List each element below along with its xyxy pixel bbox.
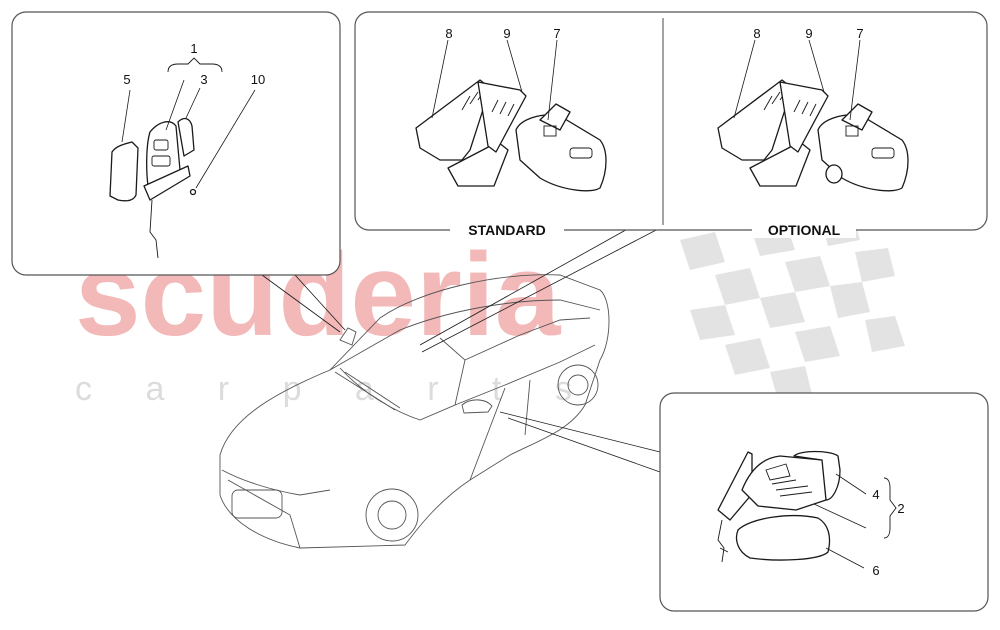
watermark-subtitle: c a r p a r t s [75,370,594,408]
standard-mirror-group: 8 9 7 [415,26,607,192]
std-callout-9: 9 [503,26,510,41]
left-mirror-glass [109,141,139,202]
opt-callout-7: 7 [856,26,863,41]
optional-mirror-group: 8 9 7 [717,26,909,192]
opt-callout-8: 8 [753,26,760,41]
interior-mirror-panel: STANDARD OPTIONAL 8 9 7 [354,11,988,238]
std-callout-7: 7 [553,26,560,41]
callout-10: 10 [251,72,265,87]
callout-3: 3 [200,72,207,87]
callout-6: 6 [872,563,879,578]
pointer-lines [261,221,661,473]
callout-1: 1 [190,41,197,56]
std-callout-8: 8 [445,26,452,41]
left-door-mirror-panel: 1 5 3 10 [11,11,341,276]
std-rearview-mirror [515,114,607,192]
car-illustration [219,274,610,549]
opt-sensor [825,164,843,184]
right-mirror-cap [735,515,831,561]
checkered-flag-logo [680,212,905,400]
std-trim [477,81,527,153]
std-mirror-cover [415,79,491,161]
caption-standard: STANDARD [468,222,546,238]
right-mirror-glass [793,450,841,501]
callout-4: 4 [872,487,879,502]
caption-optional: OPTIONAL [768,222,841,238]
opt-callout-9: 9 [805,26,812,41]
right-door-mirror-panel: 4 2 6 [659,392,989,612]
callout-5: 5 [123,72,130,87]
opt-mirror-cover [717,79,793,161]
callout-2: 2 [897,501,904,516]
opt-trim [779,81,829,153]
